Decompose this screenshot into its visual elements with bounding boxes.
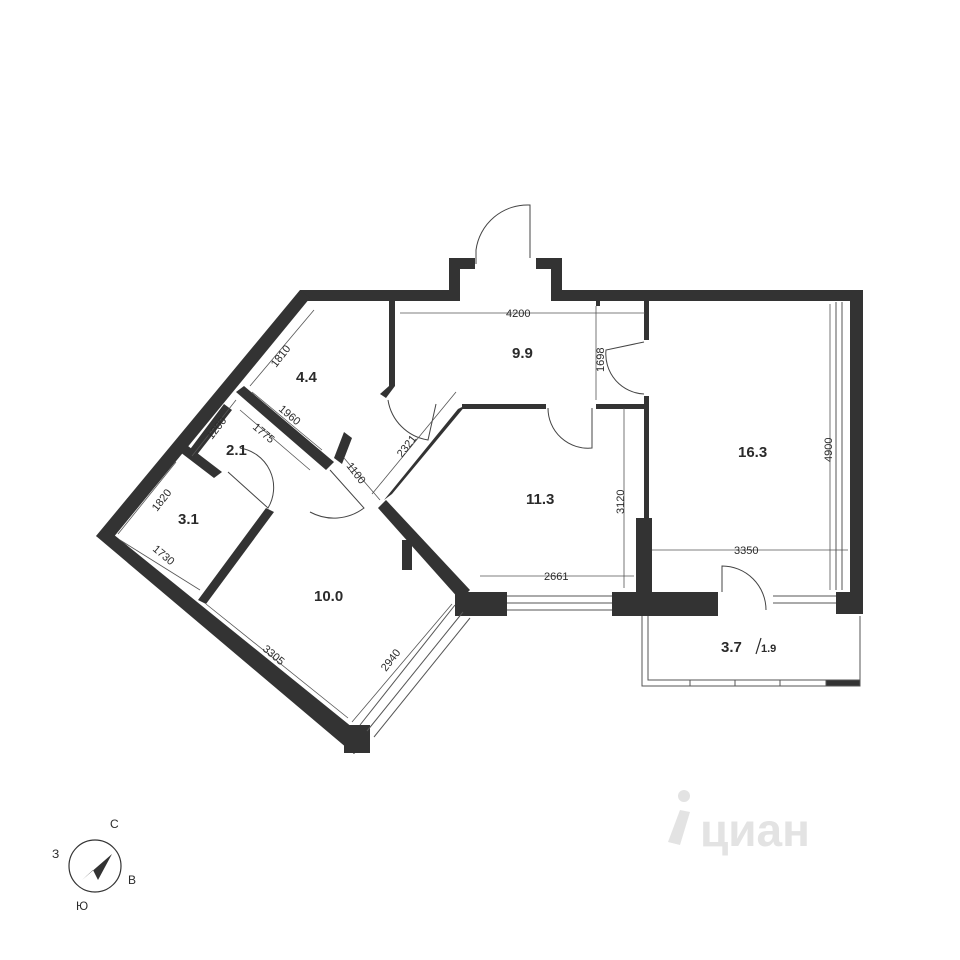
dimline-2321 [371,391,457,495]
wall-diagonal-sw [96,530,368,754]
room-area-3-7: 3.7 [721,639,742,656]
dimline-1730 [119,539,201,591]
partition-21-31 [180,446,222,478]
wall-sw-corner [344,725,370,753]
wall-diagonal-se [378,500,470,600]
window-east-163 [835,302,843,590]
partition-44-bottom [236,386,334,470]
dim-3350: 3350 [734,545,758,557]
partition-21-left [188,404,232,456]
wall-right [850,290,863,614]
door-163 [605,341,645,395]
compass: С З В Ю [52,817,136,913]
dimline-1775 [239,409,311,471]
window-south-1 [507,595,612,611]
watermark: циан [668,790,810,856]
windows [359,302,861,738]
dimline-1960 [251,391,323,451]
room-area-loggia: 3.7 1.9 [721,637,776,656]
compass-west: З [52,847,59,861]
dim-4200: 4200 [506,308,530,320]
wall-south-pier-left [455,592,507,616]
dim-1775: 1775 [250,421,276,446]
partition-113-top [462,404,546,409]
loggia-glazing [641,616,861,687]
room-area-3-1: 3.1 [178,511,199,528]
dimline-1810 [249,309,315,387]
partition-113-top-right [596,404,648,409]
exterior-walls [96,258,863,754]
door-loggia [721,565,767,611]
wall-south-pier-corner [836,592,863,614]
wall-entry-right [551,258,562,300]
door-entry [475,204,531,264]
dim-1730: 1730 [150,543,176,568]
dim-1820: 1820 [150,487,175,514]
room-area-1-9: 1.9 [761,643,776,655]
dim-1698: 1698 [595,348,607,372]
interior-walls [180,300,649,604]
door-21 [227,447,275,509]
door-113 [547,407,593,449]
partition-99-113 [384,405,466,500]
wall-entry-left [449,258,460,300]
wall-south-pier-right [612,592,718,616]
compass-east: В [128,873,136,887]
room-area-4-4: 4.4 [296,369,318,386]
dim-2940: 2940 [379,647,404,674]
window-se-diagonal [359,604,471,738]
compass-north: С [110,817,119,831]
wall-top-right [551,290,863,301]
dimline-1200 [191,399,237,457]
door-100 [309,469,365,519]
wall-column-diag [402,540,412,570]
doors [227,204,767,611]
dimline-3305 [205,603,349,719]
wall-top-left [300,290,460,301]
dimline-1100 [343,457,381,501]
partition-163-upper [644,300,649,340]
compass-south: Ю [76,899,88,913]
watermark-icon [668,790,690,845]
partition-31-100 [198,508,274,604]
wall-column-center [636,518,652,616]
dimension-lines [117,304,848,723]
dim-1810: 1810 [269,343,294,370]
partition-44-corner [334,432,352,464]
compass-circle [68,839,122,893]
room-area-2-1: 2.1 [226,442,247,459]
partition-44-99 [389,300,395,386]
dimline-2940 [351,603,453,723]
dimline-1820 [117,461,177,535]
partition-163-lower [644,396,649,520]
area-separator [755,637,762,655]
wall-entry-right-cap [536,258,562,269]
window-loggia-inner [773,595,836,604]
door-44 [387,399,437,441]
dim-2661: 2661 [544,571,568,583]
dim-3120: 3120 [615,490,627,514]
room-area-10-0: 10.0 [314,588,343,605]
compass-arrow-icon [82,854,112,880]
watermark-text: циан [700,804,810,856]
room-area-16-3: 16.3 [738,444,767,461]
dim-1100: 1100 [344,460,368,486]
wall-diagonal-nw [96,290,310,544]
room-labels: 4.4 9.9 2.1 3.1 11.3 16.3 10.0 3.7 1.9 [178,345,776,656]
dim-2321: 2321 [395,433,420,460]
wall-entry-left-cap [449,258,475,269]
room-area-9-9: 9.9 [512,345,533,362]
partition-44-99-end [380,386,395,398]
dim-4900: 4900 [823,438,835,462]
partition-stub [596,300,600,306]
room-area-11-3: 11.3 [526,491,554,508]
